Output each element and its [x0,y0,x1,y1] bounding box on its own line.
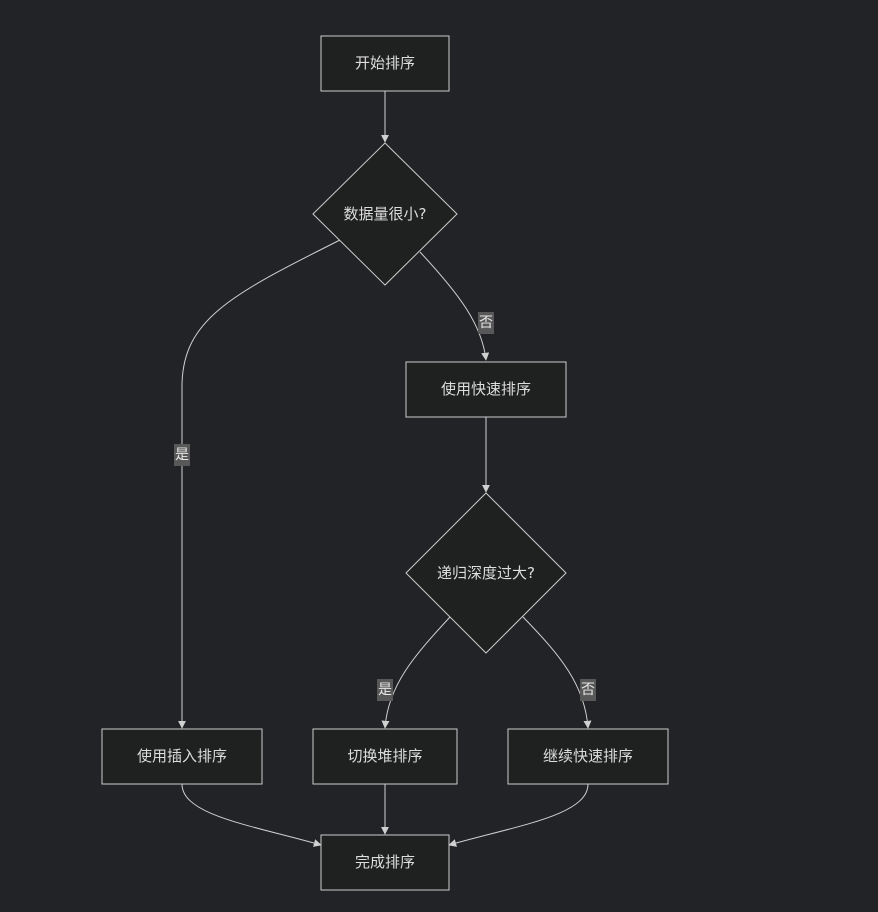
edge-label-depth-yes: 是 [377,679,393,701]
edge-check-small-to-insertion [178,239,341,729]
node-done-label: 完成排序 [355,853,415,871]
edge-label-depth-no: 否 [580,679,596,701]
node-start: 开始排序 [320,35,450,92]
edge-label-depth-yes-text: 是 [378,682,392,698]
node-quick-sort-label: 使用快速排序 [441,380,531,398]
node-start-label: 开始排序 [355,54,415,72]
node-check-depth: 递归深度过大? [405,492,567,654]
edge-label-small-no-text: 否 [479,315,493,331]
node-done: 完成排序 [320,834,450,891]
node-continue-quick: 继续快速排序 [507,728,669,785]
node-heap-sort-label: 切换堆排序 [347,747,422,765]
edge-check-depth-to-heap [381,616,451,729]
node-check-small: 数据量很小? [312,142,458,286]
edge-check-depth-to-continue [522,616,592,729]
edge-continue-to-done [448,783,589,847]
edge-check-small-to-quick [419,251,490,361]
node-insertion-sort: 使用插入排序 [101,728,263,785]
node-check-small-label: 数据量很小? [344,205,427,223]
node-heap-sort: 切换堆排序 [312,728,458,785]
node-check-depth-label: 递归深度过大? [437,564,535,582]
node-continue-quick-label: 继续快速排序 [543,747,633,765]
edge-label-small-no: 否 [478,312,494,334]
node-insertion-sort-label: 使用插入排序 [137,747,227,765]
edge-labels: 是 否 是 否 [174,312,596,701]
edge-label-small-yes: 是 [174,444,190,466]
edge-insertion-to-done [181,783,322,847]
edges [178,91,592,847]
node-quick-sort: 使用快速排序 [405,361,567,418]
edge-label-small-yes-text: 是 [175,447,189,463]
edge-label-depth-no-text: 否 [581,682,595,698]
